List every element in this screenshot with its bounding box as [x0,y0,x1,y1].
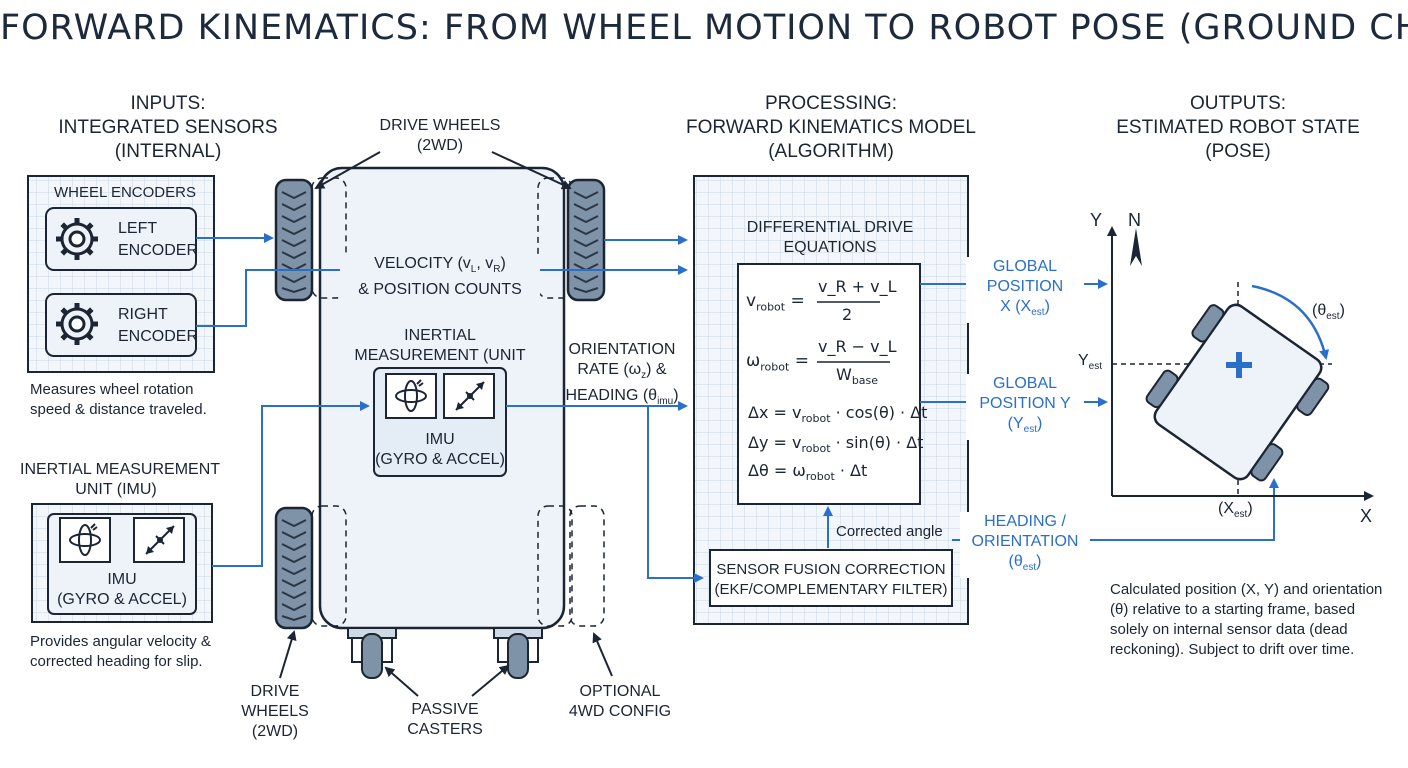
equation-delta-y: Δy = vrobot · sin(θ) · Δt [748,433,924,456]
drive-wheels-top-label: DRIVE WHEELS(2WD) [379,117,501,154]
outputs-caption: Calculated position (X, Y) and orientati… [1110,581,1383,658]
outputs-header: OUTPUTS:ESTIMATED ROBOT STATE(POSE) [1116,93,1360,162]
north-arrow-icon [1130,228,1142,266]
imu-input-label: IMU(GYRO & ACCEL) [57,571,187,608]
optional-4wd-wheel-outline [569,505,605,627]
imu-input-accel-icon [133,517,185,563]
equation-omega-robot-denominator: Wbase [836,365,879,388]
wheel-encoders-title: WHEEL ENCODERS [54,184,196,201]
equation-delta-theta: Δθ = ωrobot · Δt [748,461,868,484]
equations-box [737,263,921,505]
equation-delta-x: Δx = vrobot · cos(θ) · Δt [748,403,928,426]
robot-center-marker [1226,352,1252,378]
chassis-imu-accel-icon [443,373,495,419]
page-title: FORWARD KINEMATICS: FROM WHEEL MOTION TO… [0,8,1408,48]
imu-input-caption: Provides angular velocity &corrected hea… [30,633,211,670]
inputs-header: INPUTS:INTEGRATED SENSORS(INTERNAL) [58,93,278,162]
drive-wheel-rear-left [274,506,314,630]
sensor-fusion-box [709,549,953,607]
left-encoder-gear-icon [56,218,98,260]
caster-left [347,627,397,679]
drive-wheel-front-right [566,178,606,302]
orientation-rate-label: ORIENTATION RATE (ωz) & HEADING (θimu) [565,341,679,408]
right-encoder-gear-icon [56,303,98,345]
processing-header: PROCESSING:FORWARD KINEMATICS MODEL(ALGO… [686,93,976,162]
chassis-imu-gyro-icon [385,373,437,419]
velocity-label: VELOCITY (vL, vR) & POSITION COUNTS [340,254,540,301]
equation-v-robot-numerator: v_R + v_L [818,277,897,296]
caster-right [493,627,543,679]
pose-axis-x-label: X [1360,506,1373,526]
optional-wheel-slot-br [537,505,573,627]
equation-omega-robot-numerator: v_R − v_L [818,337,897,356]
pose-axis-y-label: Y [1090,210,1103,230]
equation-v-robot-denominator: 2 [842,305,853,324]
x-est-label: (Xest) [1218,500,1253,521]
theta-est-label: (θest) [1312,302,1345,323]
chassis-imu-label: IMU(GYRO & ACCEL) [375,431,505,468]
heading-orientation-label: HEADING /ORIENTATION (θest) [960,512,1090,579]
drive-wheel-front-left [274,178,314,302]
equation-omega-robot-lhs: ωrobot = [746,351,809,374]
equation-v-robot-lhs: vrobot = [746,291,805,314]
imu-input-gyro-icon [59,517,111,563]
sensor-fusion-label: SENSOR FUSION CORRECTION(EKF/COMPLEMENTA… [714,561,948,598]
pose-north-label: N [1128,210,1141,230]
corrected-angle-label: Corrected angle [836,523,943,540]
y-est-label: Yest [1078,352,1103,373]
robot-pose-icon [1145,303,1330,482]
